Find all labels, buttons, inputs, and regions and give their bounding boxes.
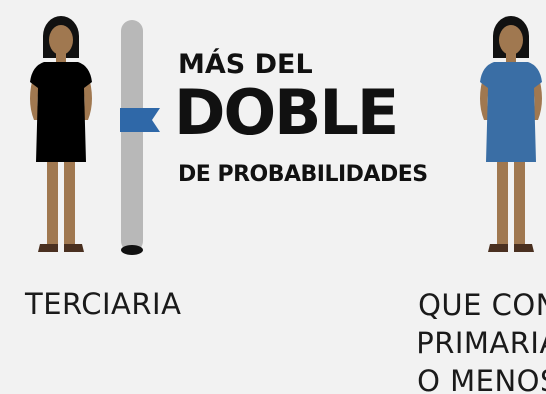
label-primaria-line1: QUE CON bbox=[418, 288, 546, 322]
label-primaria-line3: O MENOS bbox=[417, 364, 546, 394]
headline-line1: MÁS DEL bbox=[178, 49, 313, 80]
label-primaria: QUE CON PRIMARIA O MENOS bbox=[388, 286, 546, 394]
flag-pole-icon bbox=[120, 20, 160, 255]
label-primaria-line2: PRIMARIA bbox=[416, 326, 546, 360]
headline-line2: DOBLE bbox=[174, 76, 399, 149]
label-terciaria: TERCIARIA bbox=[25, 287, 182, 321]
woman-blue-dress-icon bbox=[480, 16, 542, 252]
woman-black-dress-icon bbox=[30, 16, 92, 252]
headline-line3: DE PROBABILIDADES bbox=[178, 162, 428, 187]
